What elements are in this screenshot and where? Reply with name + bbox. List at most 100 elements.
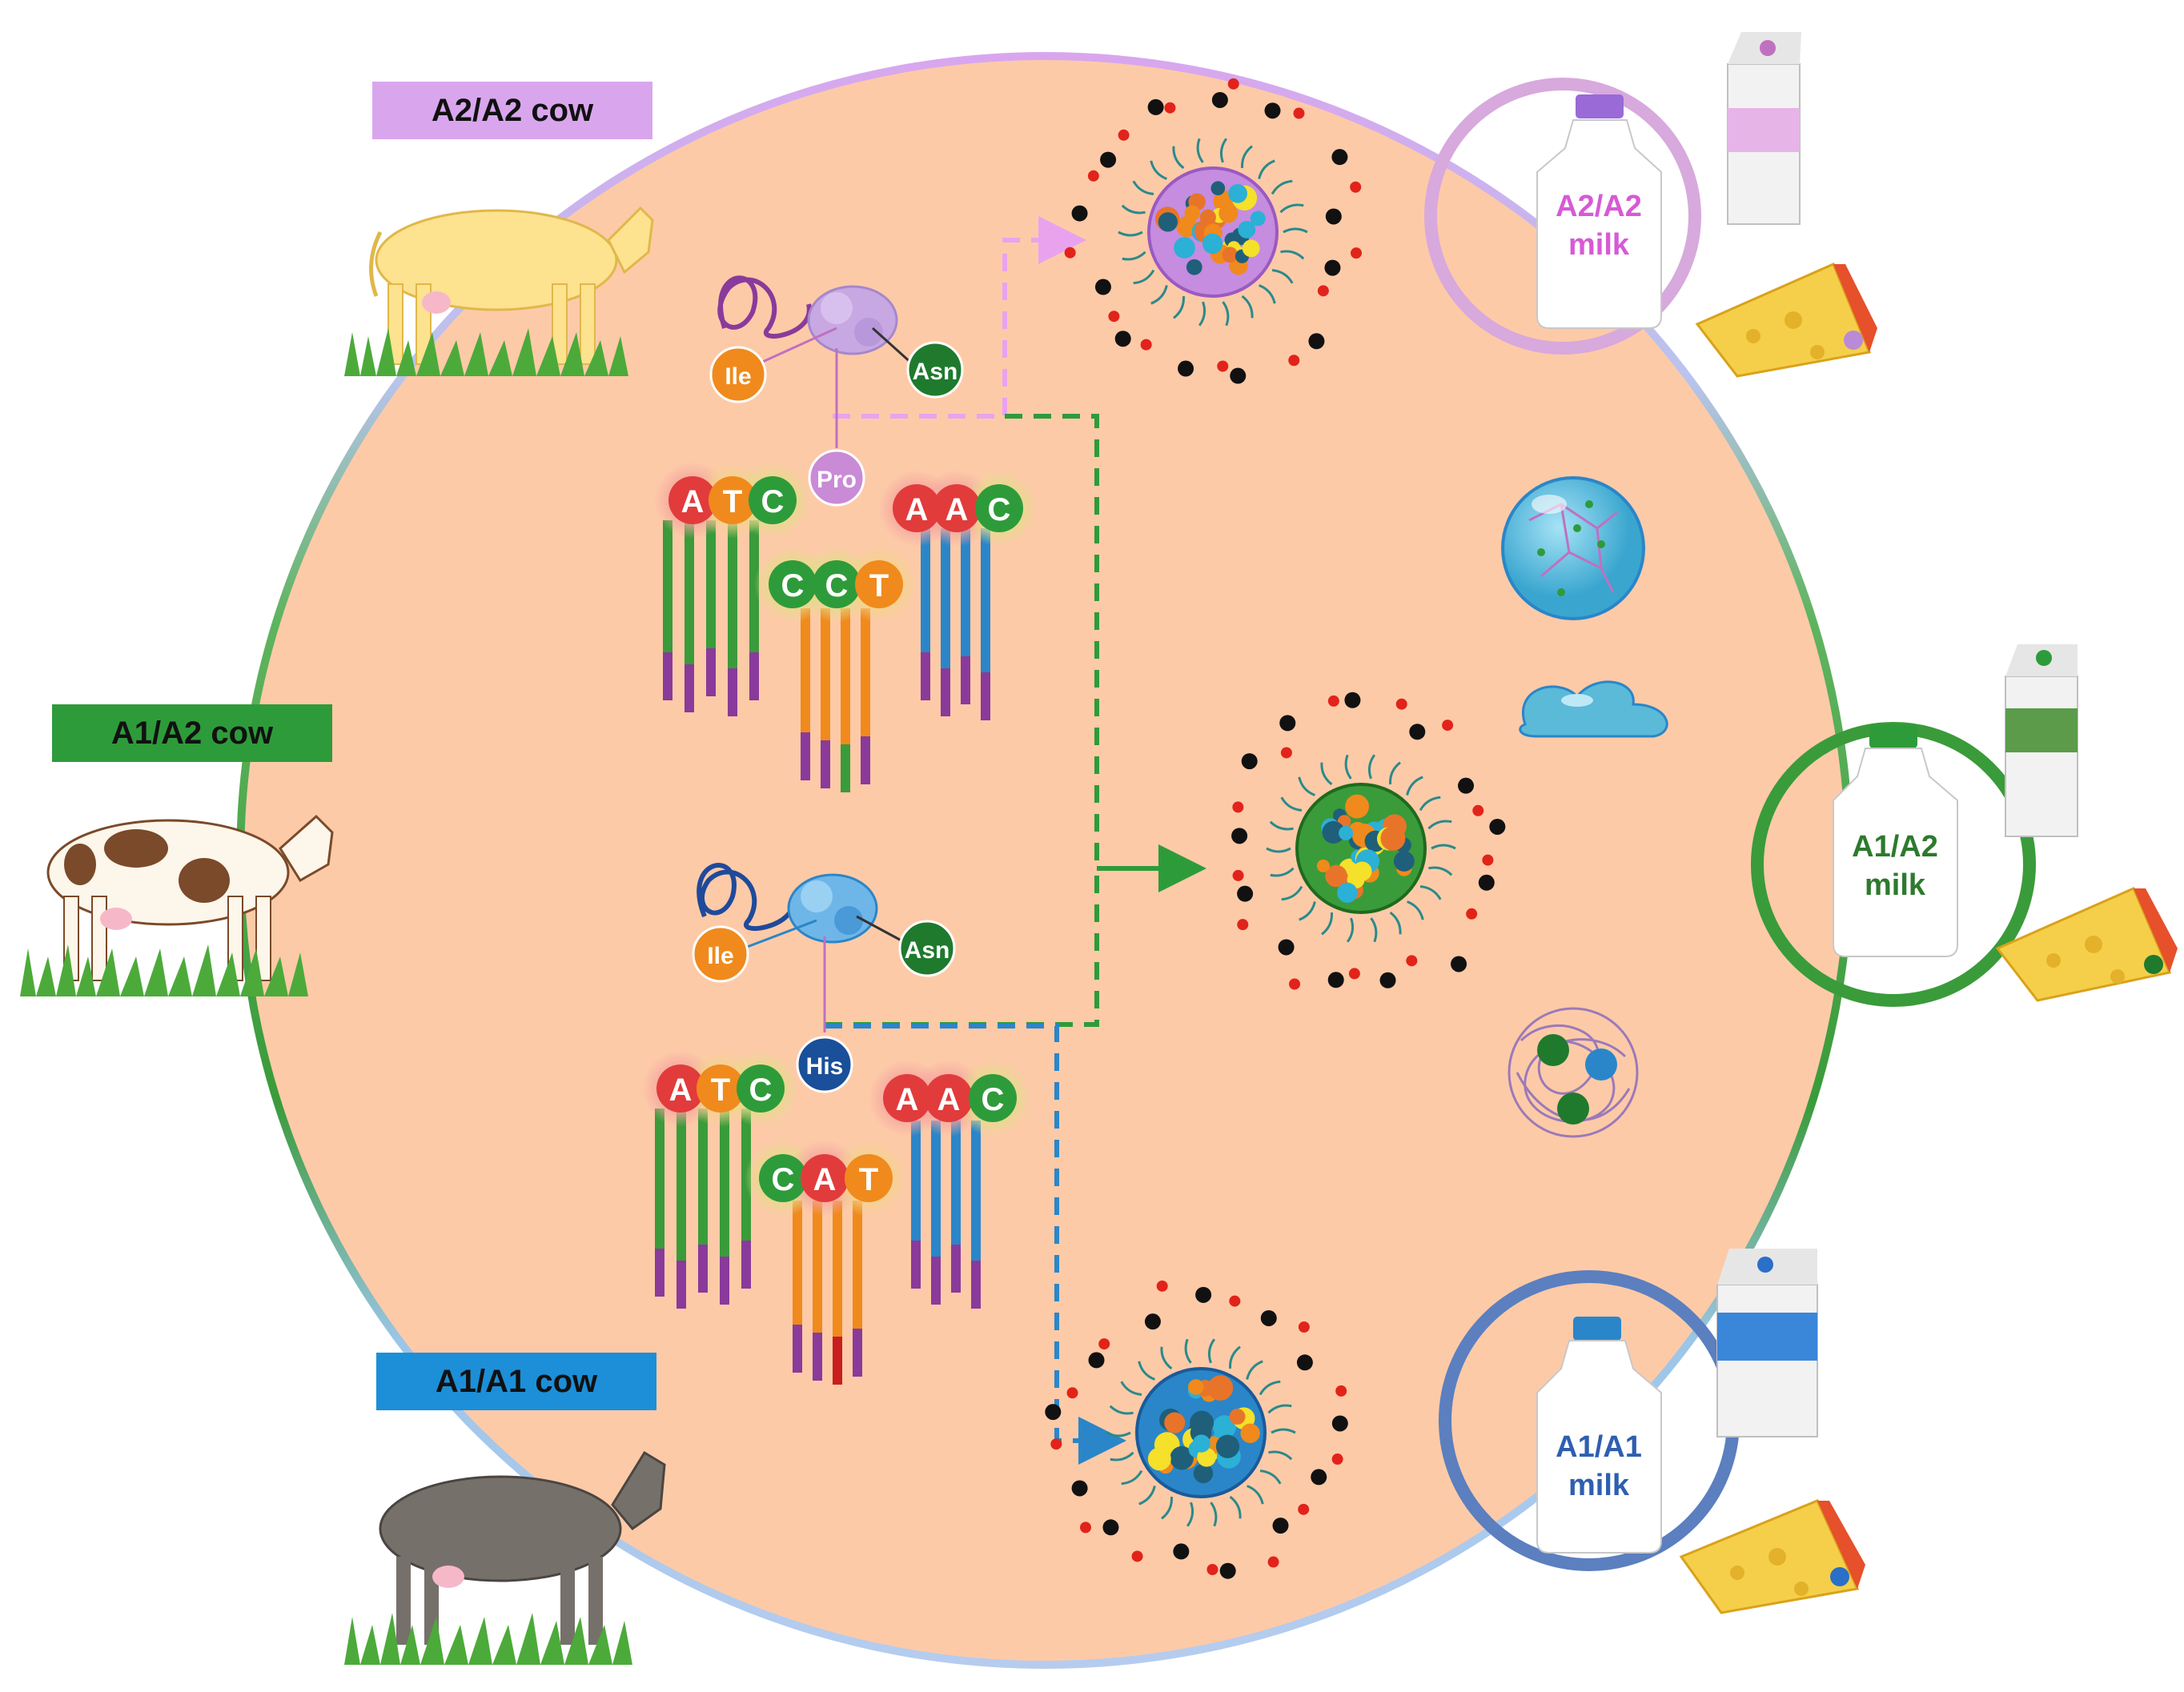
submicelle [1193, 1463, 1214, 1484]
calcium-particle [1227, 78, 1239, 90]
phosphate-particle [1094, 279, 1111, 295]
kappa-casein-hair [1222, 301, 1230, 327]
kappa-casein-hair [1370, 917, 1378, 943]
phosphate-particle [1344, 692, 1361, 708]
phosphate-particle [1311, 1469, 1327, 1486]
phosphate-particle [1211, 91, 1228, 108]
phosphate-particle [1100, 151, 1117, 168]
kappa-casein-hair [1229, 1345, 1241, 1369]
calcium-particle [1064, 247, 1076, 259]
a1-pathway-arrow [825, 1024, 1126, 1465]
nucleotide-c [749, 476, 797, 524]
his-label: His [806, 1053, 844, 1080]
kappa-casein-hair [1389, 761, 1401, 785]
svg-text:A: A [937, 1082, 961, 1117]
calcium-particle [1237, 919, 1249, 931]
phosphate-particle [1324, 259, 1341, 276]
submicelle [1164, 1412, 1186, 1433]
kappa-casein-hair [1283, 227, 1308, 234]
kappa-casein-hair [1419, 796, 1441, 812]
submicelle [1240, 1423, 1260, 1443]
kappa-casein-hair [1132, 180, 1154, 195]
calcium-particle [1232, 801, 1244, 813]
submicelle [1242, 239, 1260, 258]
kappa-casein-hair [1427, 820, 1452, 830]
asn-residue-top [906, 341, 964, 399]
a2a2-milk-ring [1424, 78, 1701, 355]
kappa-casein-hair [1198, 301, 1206, 327]
svg-text:C: C [825, 568, 849, 603]
a1a2-milk-label-line2: milk [1865, 868, 1926, 902]
kappa-casein-hair [1281, 885, 1303, 901]
kappa-casein-hair [1229, 1495, 1242, 1519]
submicelle [1339, 825, 1354, 840]
phosphate-particle [1260, 1309, 1277, 1326]
gel-sphere-icon [1501, 476, 1645, 620]
kappa-casein-hair [1269, 820, 1294, 831]
kappa-casein-hair [1271, 1428, 1296, 1434]
ile-label-top: Ile [725, 363, 751, 390]
kappa-casein-hair [1267, 1404, 1292, 1414]
kappa-casein-hair [1258, 159, 1275, 179]
a1a2-cheese-icon [1995, 887, 2178, 1002]
phosphate-particle [1178, 360, 1194, 377]
svg-text:C: C [772, 1162, 795, 1197]
codon-left-top: A T C [654, 462, 811, 539]
kappa-casein-hair [1406, 776, 1423, 796]
kappa-casein-hair [1109, 1405, 1134, 1415]
kappa-casein-hair [1259, 284, 1276, 304]
kappa-casein-hair [1280, 796, 1303, 812]
kappa-casein-hair [1299, 901, 1316, 921]
a2a2-milk-label-line2: milk [1568, 228, 1630, 262]
svg-text:A: A [896, 1082, 919, 1117]
phosphate-particle [1331, 149, 1348, 166]
a1a1-milk-label-line2: milk [1568, 1469, 1630, 1502]
phosphate-particle [1147, 98, 1164, 115]
a2-pathway-arrow [833, 216, 1086, 419]
codon-left-bottom: A T C [642, 1050, 799, 1127]
kappa-casein-hair [1271, 269, 1294, 284]
phosphate-particle [1296, 1354, 1313, 1371]
calcium-particle [1066, 1387, 1078, 1399]
a1a1-cow-label: A1/A1 cow [376, 1353, 656, 1410]
kappa-casein-hair [1321, 912, 1333, 936]
svg-text:C: C [982, 1082, 1005, 1117]
calcium-particle [1206, 1563, 1218, 1575]
kappa-casein-hair [1219, 138, 1228, 163]
kappa-casein-hair [1266, 847, 1291, 853]
phosphate-particle [1458, 777, 1475, 794]
phosphate-particle [1045, 1404, 1062, 1421]
calcium-particle [1079, 1522, 1091, 1534]
kappa-casein-hair [1150, 285, 1168, 305]
submicelle [1207, 1375, 1234, 1401]
kappa-casein-hair [1346, 917, 1355, 943]
kappa-casein-hair [1259, 1469, 1282, 1485]
submicelle [1337, 882, 1358, 903]
phosphate-particle [1173, 1543, 1190, 1560]
svg-text:A: A [945, 492, 969, 527]
a2a2-carton-icon [1727, 32, 1801, 225]
submicelle [1322, 820, 1345, 844]
phosphate-particle [1114, 331, 1131, 347]
submicelle [1228, 183, 1247, 203]
kappa-casein-hair [1196, 138, 1204, 163]
calcium-particle [1327, 695, 1339, 707]
phosphate-particle [1409, 724, 1426, 740]
casein-micelle-a1a2 [1231, 692, 1506, 990]
submicelle [1250, 210, 1266, 227]
calcium-particle [1267, 1556, 1279, 1568]
phosphate-particle [1237, 885, 1254, 902]
calcium-particle [1118, 129, 1130, 141]
ile-residue-top [709, 346, 767, 403]
calcium-particle [1298, 1321, 1310, 1333]
submicelle [1199, 209, 1216, 226]
kappa-casein-hair [1121, 204, 1146, 215]
kappa-casein-hair [1298, 776, 1315, 796]
phosphate-particle [1231, 828, 1248, 844]
phosphate-particle [1144, 1313, 1161, 1330]
ile-label-bottom: Ile [707, 943, 733, 969]
submicelle [1197, 1447, 1216, 1467]
calcium-particle [1395, 698, 1407, 710]
phosphate-particle [1272, 1518, 1289, 1534]
